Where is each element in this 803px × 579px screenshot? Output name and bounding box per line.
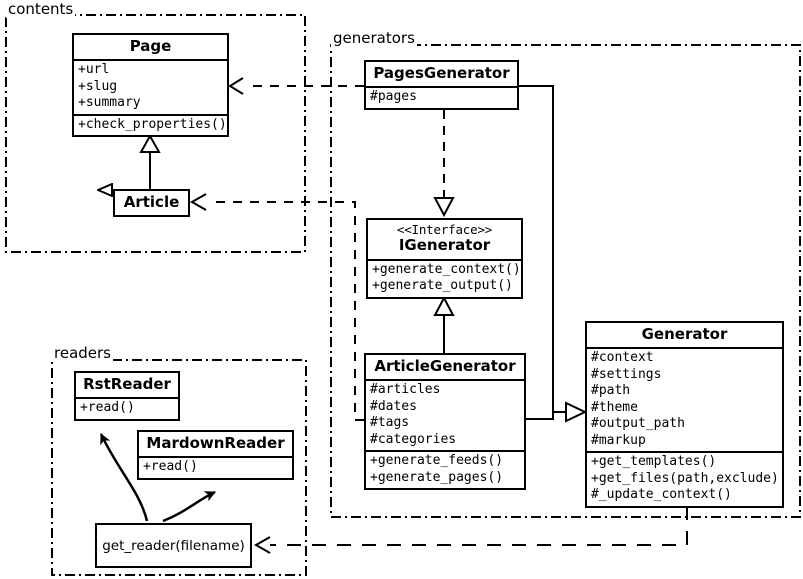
method: +read() <box>143 459 198 475</box>
class-mardownreader-methods: +read() <box>139 456 292 478</box>
class-articlegenerator-methods: +generate_feeds() +generate_pages() <box>366 450 524 488</box>
class-mardownreader-title: MardownReader <box>146 434 285 452</box>
package-label-readers: readers <box>52 344 113 362</box>
class-igenerator-stereotype: <<Interface>> <box>396 222 493 237</box>
class-page-title: Page <box>129 37 172 55</box>
package-frame-readers <box>51 359 307 576</box>
class-pagesgenerator[interactable]: PagesGenerator #pages <box>364 60 519 110</box>
attribute: #markup <box>591 432 646 448</box>
arrowhead-generator-generalization <box>565 401 588 423</box>
attribute: #dates <box>370 398 417 414</box>
class-page[interactable]: Page +url +slug +summary +check_properti… <box>72 33 229 138</box>
method: #_update_context() <box>591 487 732 503</box>
class-pagesgenerator-attributes: #pages <box>366 86 517 108</box>
attribute: +slug <box>78 78 118 94</box>
method: +read() <box>80 400 135 416</box>
arrowhead-get-reader-dependency <box>253 536 271 554</box>
package-frame-generators <box>330 44 801 518</box>
attribute: #settings <box>591 366 662 382</box>
connector-pagesgenerator-to-generator <box>519 85 566 413</box>
method: +get_files(path,exclude) <box>591 470 779 486</box>
connector-get-reader-to-rstreader <box>99 433 149 522</box>
class-mardownreader[interactable]: MardownReader +read() <box>137 430 294 480</box>
arrowhead-article-dependency <box>189 193 207 211</box>
class-generator[interactable]: Generator #context #settings #path #them… <box>585 321 784 508</box>
arrowhead-igenerator-generalization <box>433 295 455 316</box>
class-igenerator[interactable]: <<Interface>> IGenerator +generate_conte… <box>366 218 523 299</box>
class-articlegenerator-title: ArticleGenerator <box>374 357 516 375</box>
method: +generate_feeds() <box>370 453 504 469</box>
connector-articlegenerator-to-article <box>208 201 364 421</box>
class-rstreader-methods: +read() <box>76 397 178 419</box>
class-page-attributes: +url +slug +summary <box>74 59 227 114</box>
attribute: #pages <box>370 89 417 105</box>
class-article[interactable]: Article <box>113 189 190 218</box>
function-get-reader-label: get_reader(filename) <box>102 537 245 554</box>
attribute: +summary <box>78 95 141 111</box>
attribute: #categories <box>370 431 457 447</box>
class-pagesgenerator-title: PagesGenerator <box>373 64 510 82</box>
class-generator-title: Generator <box>641 325 728 343</box>
connector-get-reader-to-mardownreader <box>162 490 216 523</box>
connector-articlegenerator-to-generator <box>526 411 566 420</box>
arrowhead-page-dependency <box>228 77 244 95</box>
connector-generator-to-get-reader <box>270 506 688 546</box>
class-igenerator-methods: +generate_context() +generate_output() <box>368 258 521 297</box>
arrowhead-page-generalization <box>139 133 161 153</box>
package-label-contents: contents <box>6 0 76 18</box>
method: +generate_output() <box>372 278 513 294</box>
class-generator-methods: +get_templates() +get_files(path,exclude… <box>587 451 782 506</box>
attribute: #context <box>591 350 654 366</box>
package-frame-contents <box>5 14 306 253</box>
class-articlegenerator-attributes: #articles #dates #tags #categories <box>366 379 524 450</box>
class-igenerator-title: <<Interface>> IGenerator <box>368 220 521 259</box>
class-page-methods: +check_properties() <box>74 113 227 136</box>
method: +get_templates() <box>591 454 717 470</box>
class-rstreader[interactable]: RstReader +read() <box>74 371 180 421</box>
class-generator-attributes: #context #settings #path #theme #output_… <box>587 347 782 451</box>
arrowhead-igenerator-realization <box>433 197 455 218</box>
attribute: #output_path <box>591 416 685 432</box>
attribute: #theme <box>591 399 638 415</box>
method: +check_properties() <box>78 116 227 132</box>
attribute: #path <box>591 383 631 399</box>
package-label-generators: generators <box>331 29 417 47</box>
method: +generate_pages() <box>370 469 504 485</box>
class-igenerator-name: IGenerator <box>398 236 491 255</box>
function-get-reader[interactable]: get_reader(filename) <box>95 523 252 568</box>
method: +generate_context() <box>372 261 521 277</box>
attribute: #tags <box>370 415 410 431</box>
class-rstreader-title: RstReader <box>83 375 171 393</box>
attribute: #articles <box>370 382 441 398</box>
class-article-title: Article <box>123 193 180 211</box>
attribute: +url <box>78 62 110 78</box>
class-articlegenerator[interactable]: ArticleGenerator #articles #dates #tags … <box>364 353 526 491</box>
